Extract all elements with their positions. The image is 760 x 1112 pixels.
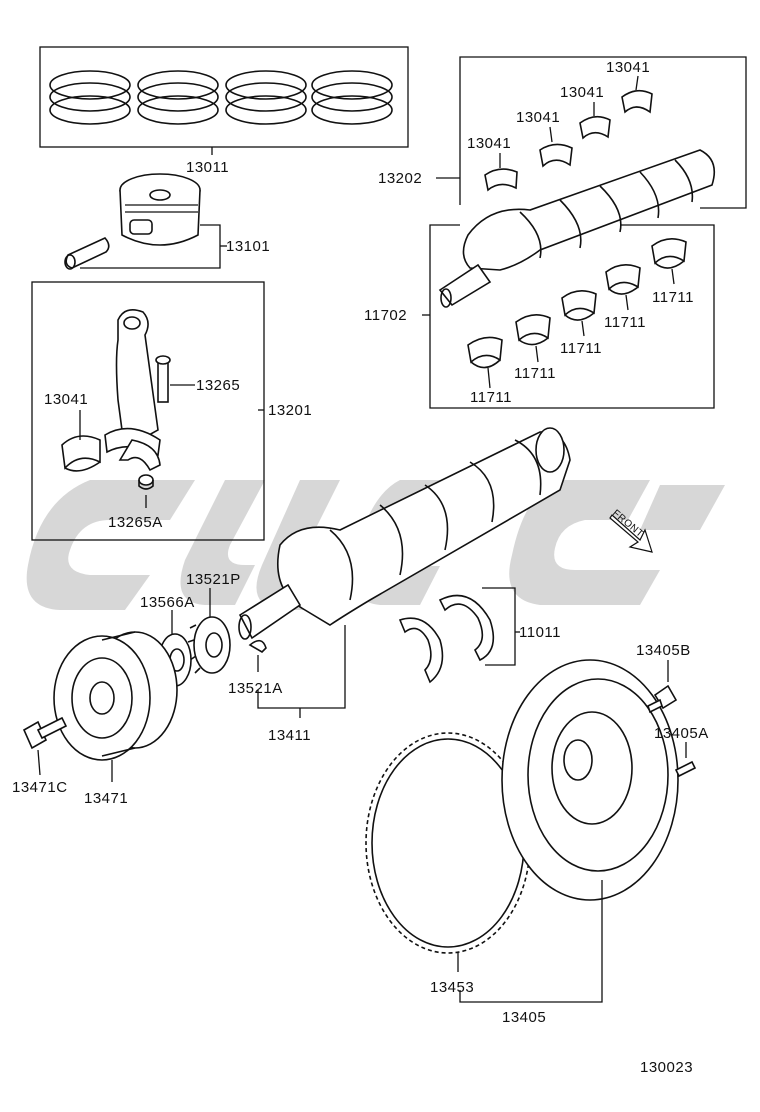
piston-pin[interactable] <box>64 237 110 270</box>
thrust-washers[interactable] <box>398 594 495 684</box>
upper-bearing-set[interactable] <box>436 56 747 209</box>
label-13566A[interactable]: 13566A <box>140 594 195 611</box>
label-13101[interactable]: 13101 <box>226 238 270 255</box>
label-13202[interactable]: 13202 <box>378 170 422 187</box>
woodruff-key[interactable] <box>248 639 267 654</box>
conrod-nut[interactable] <box>138 474 154 490</box>
label-11711-1[interactable]: 11711 <box>470 389 512 406</box>
ring-set-1 <box>49 70 131 125</box>
pulley-bolt[interactable] <box>22 716 68 750</box>
label-13411[interactable]: 13411 <box>268 727 311 744</box>
label-13471[interactable]: 13471 <box>84 790 128 807</box>
ring-set-4 <box>311 70 393 125</box>
crank-gear[interactable] <box>187 616 231 674</box>
label-13041-upper-3[interactable]: 13041 <box>560 84 604 101</box>
label-13041-upper-1[interactable]: 13041 <box>467 135 511 152</box>
label-13521P[interactable]: 13521P <box>186 571 241 588</box>
piston[interactable] <box>119 173 201 246</box>
diagram-id: 130023 <box>640 1059 693 1076</box>
label-13265A[interactable]: 13265A <box>108 514 163 531</box>
label-11702[interactable]: 11702 <box>364 307 407 324</box>
crankshaft[interactable] <box>238 427 571 640</box>
dowel-pin[interactable] <box>674 760 697 778</box>
label-13201[interactable]: 13201 <box>268 402 312 419</box>
ring-set-3 <box>225 70 307 125</box>
ring-set-2 <box>137 70 219 125</box>
label-11011[interactable]: 11011 <box>519 624 561 641</box>
label-11711-4[interactable]: 11711 <box>604 314 646 331</box>
label-11711-2[interactable]: 11711 <box>514 365 556 382</box>
label-13041-upper-4[interactable]: 13041 <box>606 59 650 76</box>
crank-pulley[interactable] <box>53 631 178 761</box>
label-13405B[interactable]: 13405B <box>636 642 691 659</box>
label-13041-conrod[interactable]: 13041 <box>44 391 88 408</box>
conrod-bearing-left[interactable] <box>61 435 101 472</box>
label-13453[interactable]: 13453 <box>430 979 474 996</box>
crankshaft-upper-view <box>438 149 716 308</box>
main-bearing-set[interactable] <box>422 224 715 409</box>
label-11711-3[interactable]: 11711 <box>560 340 602 357</box>
label-13405[interactable]: 13405 <box>502 1009 546 1026</box>
label-13265[interactable]: 13265 <box>196 377 240 394</box>
piston-rings[interactable] <box>39 46 409 148</box>
label-13041-upper-2[interactable]: 13041 <box>516 109 560 126</box>
label-13521A[interactable]: 13521A <box>228 680 283 697</box>
flywheel-bolt[interactable] <box>647 684 678 714</box>
label-13471C[interactable]: 13471C <box>12 779 68 796</box>
label-11711-5[interactable]: 11711 <box>652 289 694 306</box>
connecting-rod-assembly[interactable] <box>31 281 265 541</box>
label-13011[interactable]: 13011 <box>186 159 229 176</box>
flywheel[interactable] <box>501 659 679 901</box>
label-13405A[interactable]: 13405A <box>654 725 709 742</box>
